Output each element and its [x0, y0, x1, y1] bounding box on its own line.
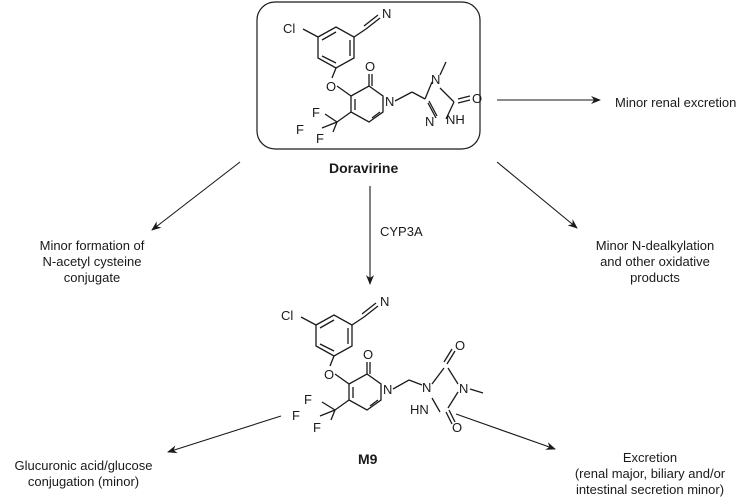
- triazole-nh-atom: NH: [446, 112, 465, 127]
- m9-ring-n2-atom: N: [459, 381, 468, 396]
- nac-label: Minor formation of N-acetyl cysteine con…: [27, 238, 157, 286]
- f2-atom: F: [296, 122, 304, 137]
- enzyme-label: CYP3A: [380, 224, 423, 239]
- excretion-line-3: intestinal secretion minor): [575, 482, 725, 497]
- dealkylation-line-3: products: [630, 270, 680, 285]
- pyridone-n-atom: N: [385, 94, 394, 109]
- arrow-nac: [151, 161, 241, 231]
- m9-carbonyl-o-atom: O: [363, 347, 373, 362]
- m9-nitrile-n-atom: N: [380, 294, 389, 309]
- excretion-line-2: (renal major, biliary and/or: [574, 466, 726, 481]
- nac-line-1: Minor formation of: [39, 238, 145, 253]
- m9-f3-atom: F: [313, 420, 321, 435]
- dealkylation-line-2: and other oxidative: [600, 254, 710, 269]
- nac-line-2: N-acetyl cysteine: [42, 254, 142, 269]
- f1-atom: F: [312, 105, 320, 120]
- cl-atom: Cl: [283, 21, 295, 36]
- nitrile-n-atom: N: [382, 6, 391, 21]
- triazole-o-atom: O: [472, 91, 482, 106]
- m9-bottom-o-atom: O: [452, 420, 462, 435]
- m9-ether-o-atom: O: [324, 367, 334, 382]
- nac-line-3: conjugate: [63, 270, 121, 285]
- doravirine-name: Doravirine: [329, 160, 399, 176]
- dealkylation-label: Minor N-dealkylation and other oxidative…: [580, 238, 730, 286]
- carbonyl-o-atom: O: [365, 59, 375, 74]
- glucuronic-line-1: Glucuronic acid/glucose: [14, 458, 153, 473]
- m9-cl-atom: Cl: [281, 308, 293, 323]
- m9-pyridone-n-atom: N: [383, 382, 392, 397]
- arrow-glucuronic: [167, 415, 282, 454]
- ether-o-atom: O: [326, 79, 336, 94]
- dealkylation-line-1: Minor N-dealkylation: [595, 238, 715, 253]
- m9-f2-atom: F: [292, 408, 300, 423]
- triazole-n2-atom: N: [425, 114, 434, 129]
- glucuronic-label: Glucuronic acid/glucose conjugation (min…: [6, 458, 161, 490]
- m9-top-o-atom: O: [455, 338, 465, 353]
- m9-structure: Cl N O O N F F F N O N O HN: [281, 294, 484, 435]
- excretion-line-1: Excretion: [622, 450, 678, 465]
- glucuronic-line-2: conjugation (minor): [27, 474, 140, 489]
- f3-atom: F: [316, 131, 324, 146]
- excretion-label: Excretion (renal major, biliary and/or i…: [555, 450, 745, 498]
- arrow-excretion: [455, 413, 556, 450]
- m9-hn-atom: HN: [410, 402, 429, 417]
- m9-ring-n1-atom: N: [422, 380, 431, 395]
- doravirine-box: [256, 1, 481, 150]
- triazole-n-atom: N: [431, 72, 440, 87]
- m9-f1-atom: F: [304, 392, 312, 407]
- m9-name: M9: [358, 451, 378, 467]
- renal-minor-label: Minor renal excretion: [615, 95, 737, 110]
- arrow-dealkylation: [496, 161, 578, 229]
- doravirine-structure: Cl N O O N F F F N O NH N: [283, 6, 482, 146]
